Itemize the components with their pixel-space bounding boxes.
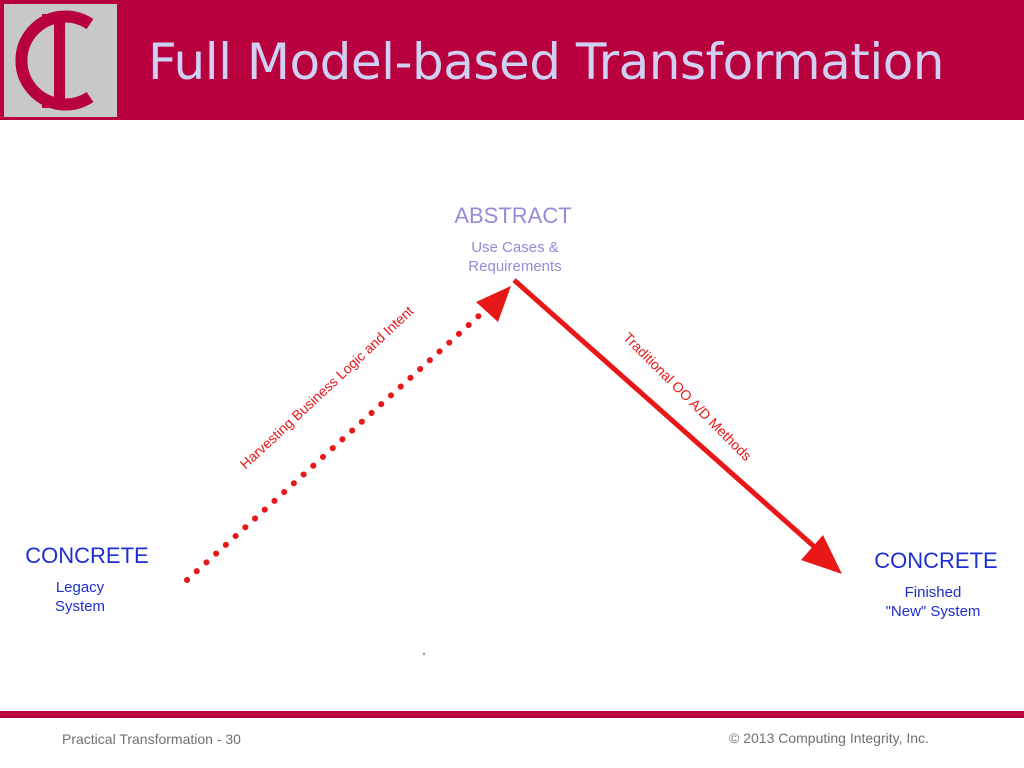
footer-slide-label: Practical Transformation - 30	[62, 731, 241, 747]
footer-bar	[0, 711, 1024, 718]
abstract-heading: ABSTRACT	[454, 203, 571, 228]
traditional-arrowhead	[801, 535, 842, 574]
ci-logo-icon	[15, 10, 94, 111]
concrete-right-line-1: Finished	[905, 584, 962, 601]
concrete-left-line-2: System	[55, 598, 105, 615]
concrete-right-heading: CONCRETE	[874, 548, 997, 573]
stray-dot	[422, 652, 426, 656]
concrete-left-heading: CONCRETE	[25, 543, 148, 568]
harvesting-dotted-line	[184, 310, 485, 583]
harvesting-arrow	[184, 286, 511, 583]
transformation-diagram: ABSTRACT Use Cases & Requirements CONCRE…	[25, 203, 998, 656]
traditional-arrow	[512, 278, 842, 574]
harvesting-arrowhead	[476, 286, 511, 322]
slide-title: Full Model-based Transformation	[148, 33, 945, 91]
company-logo	[4, 4, 117, 117]
abstract-line-1: Use Cases &	[471, 239, 559, 256]
traditional-arrow-label: Traditional OO A/D Methods	[620, 329, 755, 464]
footer-copyright: © 2013 Computing Integrity, Inc.	[729, 730, 929, 746]
title-banner: Full Model-based Transformation	[0, 0, 1024, 120]
traditional-solid-line	[512, 278, 820, 552]
concrete-right-line-2: "New" System	[886, 603, 981, 620]
abstract-line-2: Requirements	[468, 258, 561, 275]
harvesting-arrow-label: Harvesting Business Logic and Intent	[237, 303, 417, 472]
concrete-left-line-1: Legacy	[56, 579, 105, 596]
